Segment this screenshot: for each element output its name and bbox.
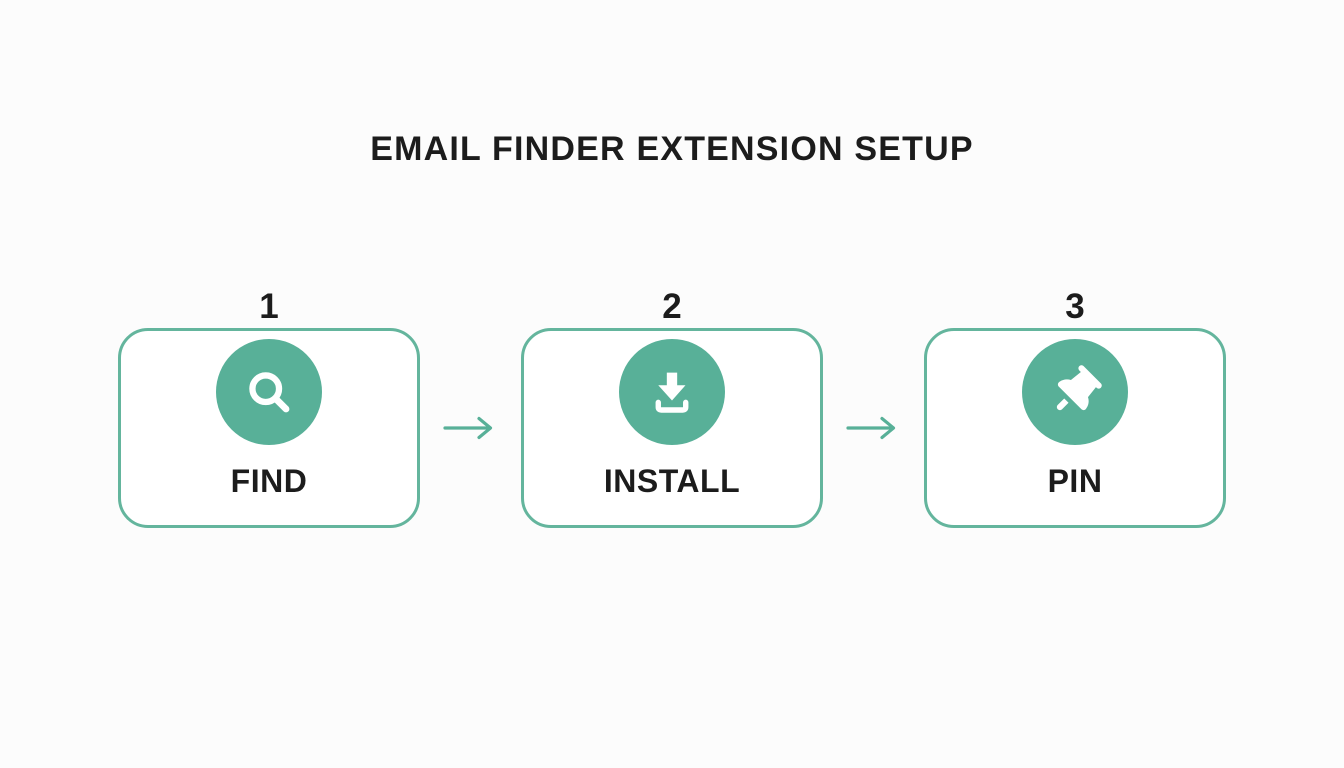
step-box-find: FIND bbox=[118, 328, 420, 528]
step-find: 1 FIND bbox=[118, 285, 420, 528]
step-box-pin: PIN bbox=[924, 328, 1226, 528]
search-icon bbox=[249, 372, 290, 413]
step-number: 3 bbox=[1065, 287, 1085, 326]
download-icon-circle bbox=[619, 339, 725, 445]
step-number: 2 bbox=[662, 287, 682, 326]
download-icon bbox=[655, 372, 689, 413]
steps-row: 1 FIND 2 bbox=[0, 285, 1344, 528]
page-title: EMAIL FINDER EXTENSION SETUP bbox=[370, 130, 974, 168]
step-label: INSTALL bbox=[603, 463, 741, 499]
step-pin: 3 PIN bbox=[924, 285, 1226, 528]
step-install: 2 INSTALL bbox=[521, 285, 823, 528]
search-icon-circle bbox=[216, 339, 322, 445]
step-label: PIN bbox=[1047, 463, 1103, 499]
step-number: 1 bbox=[259, 287, 279, 326]
pushpin-icon bbox=[1056, 365, 1102, 411]
right-arrow-icon bbox=[823, 328, 924, 528]
right-arrow-icon bbox=[420, 328, 521, 528]
step-label: FIND bbox=[230, 463, 308, 499]
step-box-install: INSTALL bbox=[521, 328, 823, 528]
pushpin-icon-circle bbox=[1022, 339, 1128, 445]
